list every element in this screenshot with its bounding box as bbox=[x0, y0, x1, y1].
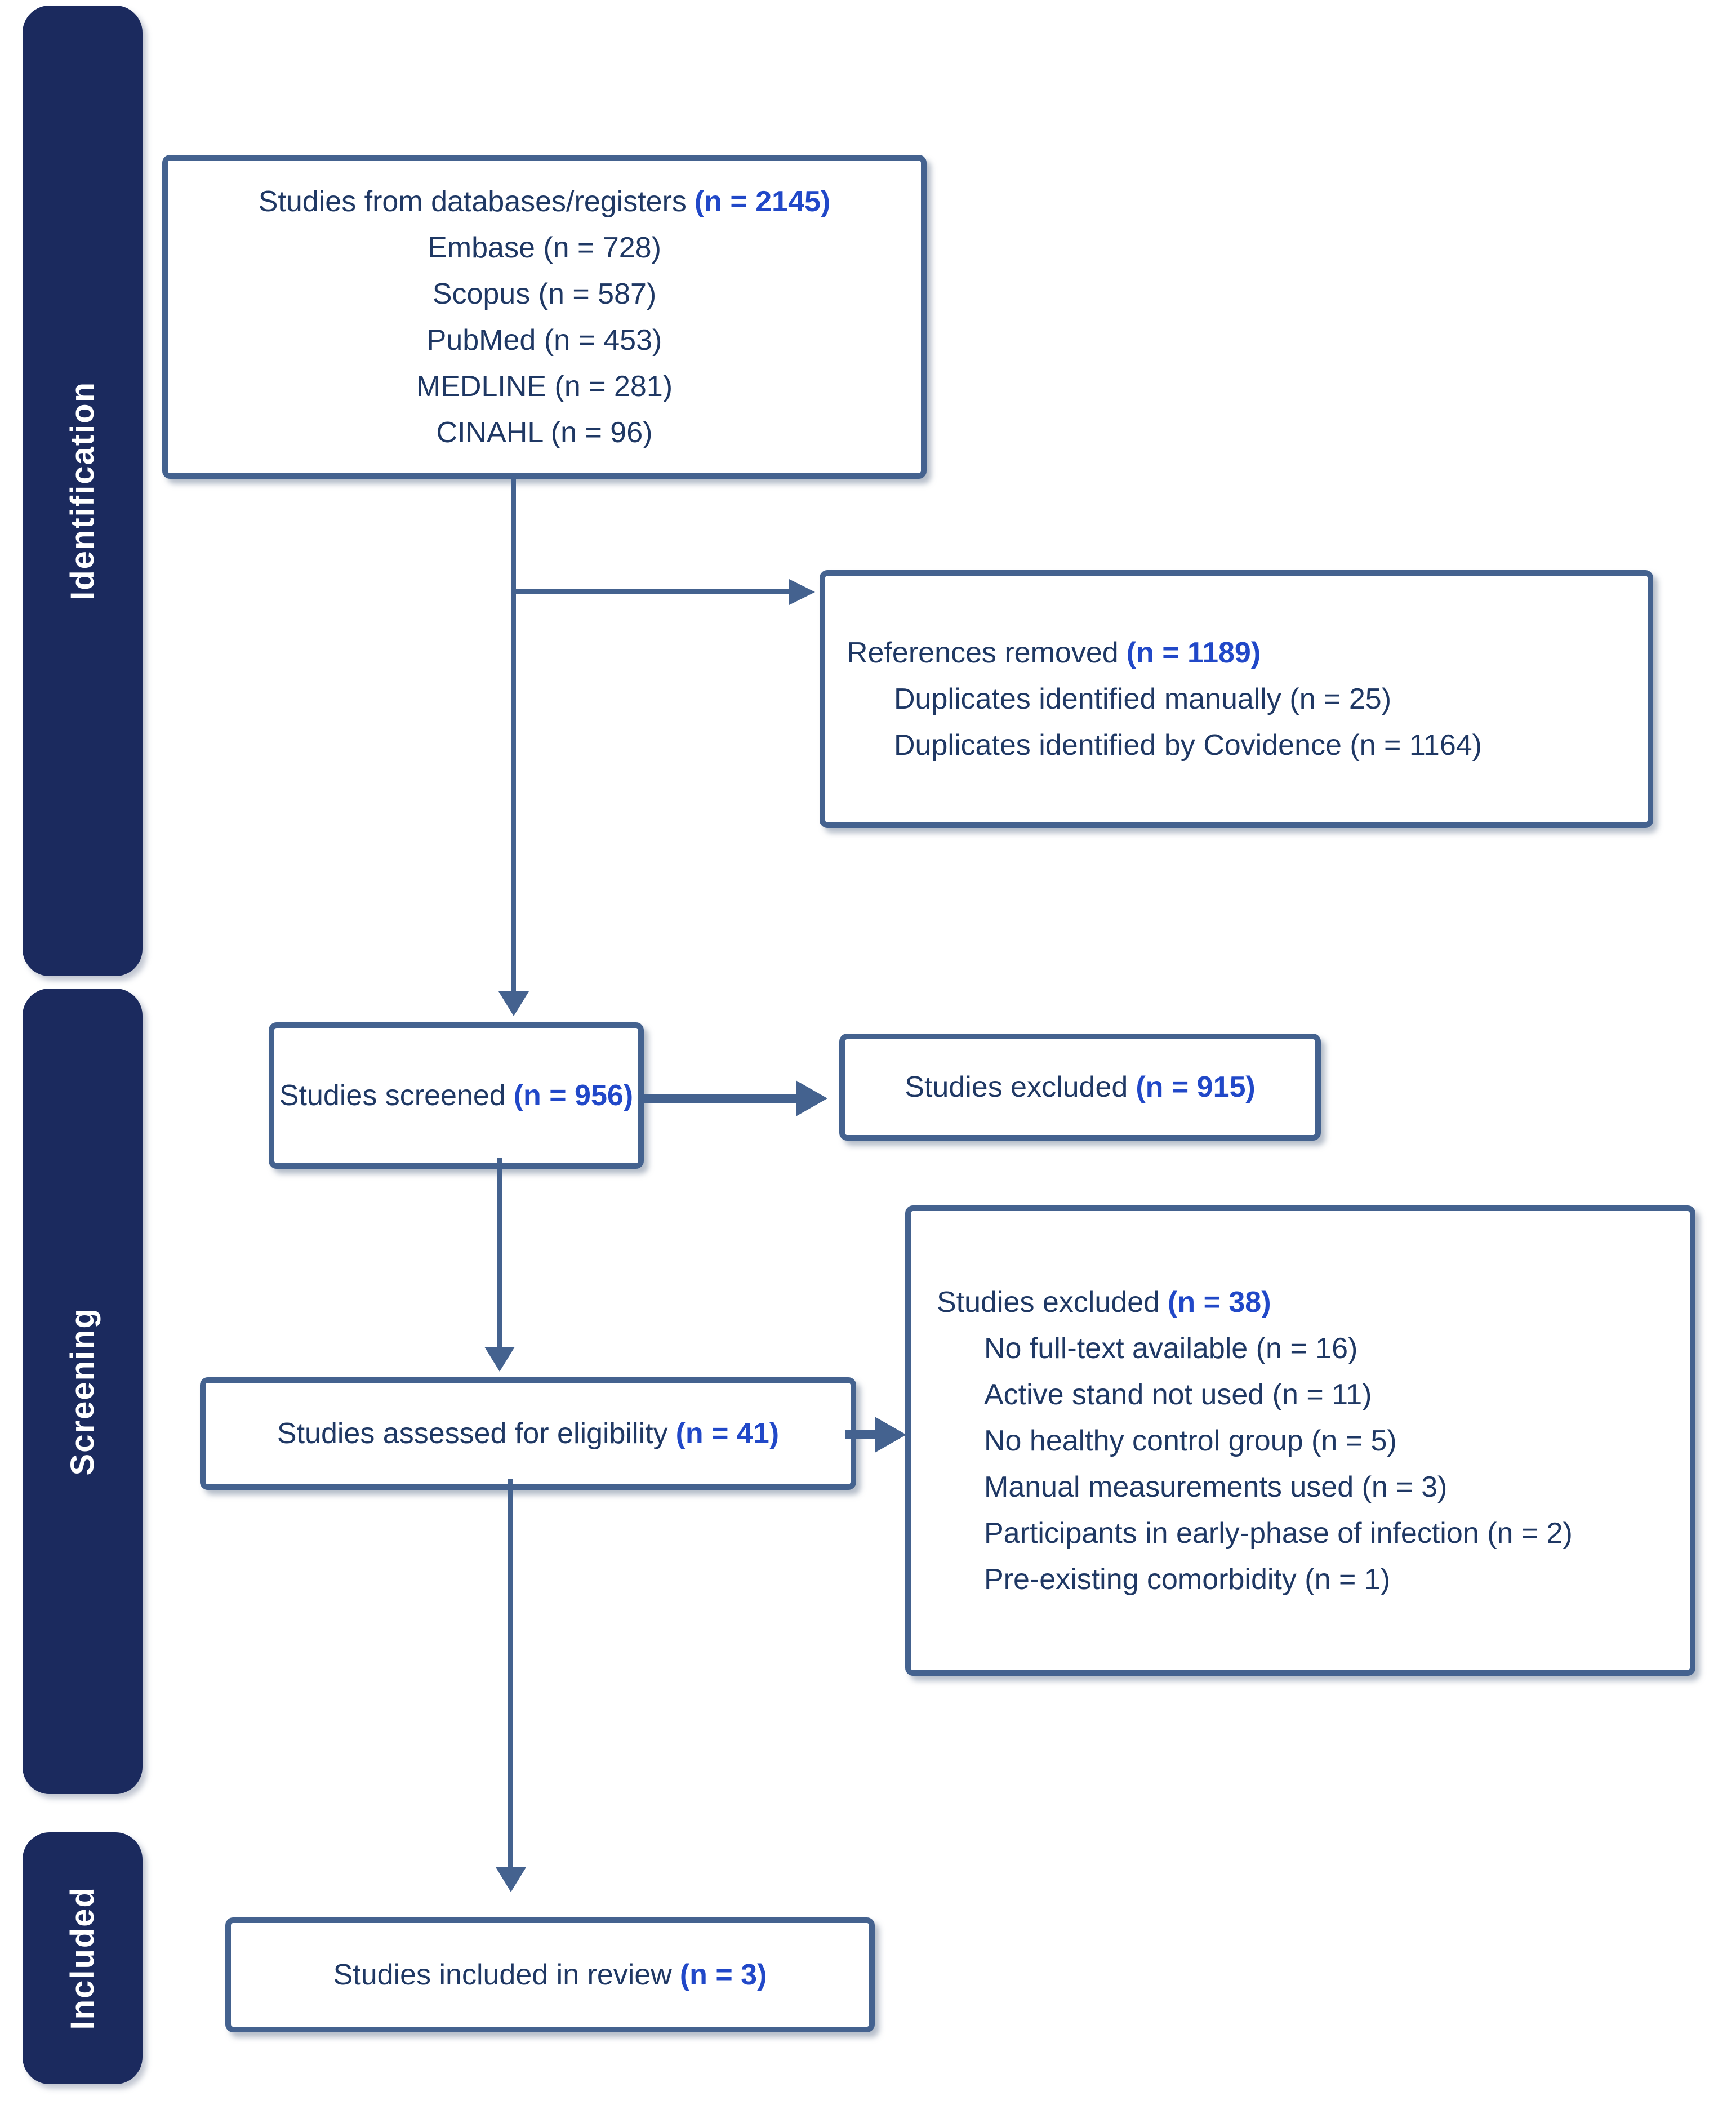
stage-included: Included bbox=[23, 1832, 143, 2084]
database-item: Scopus (n = 587) bbox=[432, 277, 657, 310]
box-count: (n = 2145) bbox=[694, 185, 831, 218]
exclusion-reason: Participants in early-phase of infection… bbox=[984, 1516, 1573, 1550]
box-count: (n = 38) bbox=[1168, 1285, 1271, 1319]
box-studies-from-databases: Studies from databases/registers(n = 214… bbox=[162, 155, 927, 479]
box-title-line: Studies excluded(n = 915) bbox=[905, 1064, 1255, 1110]
box-count: (n = 1189) bbox=[1126, 637, 1261, 669]
box-title: Studies excluded bbox=[937, 1285, 1160, 1319]
removed-item: Duplicates identified by Covidence (n = … bbox=[894, 729, 1482, 762]
arrow-assessed-to-included-line bbox=[508, 1479, 513, 1868]
box-title-line: References removed(n = 1189) bbox=[847, 630, 1261, 676]
exclusion-reason: Manual measurements used (n = 3) bbox=[984, 1470, 1448, 1503]
arrow-screened-to-assessed-line bbox=[497, 1158, 502, 1348]
box-studies-excluded-eligibility: Studies excluded(n = 38) No full-text av… bbox=[905, 1205, 1695, 1676]
exclusion-reason: No healthy control group (n = 5) bbox=[984, 1424, 1397, 1457]
arrow-sources-to-screened-line bbox=[511, 479, 516, 993]
box-studies-included: Studies included in review(n = 3) bbox=[225, 1917, 875, 2032]
arrow-assessed-to-excluded-line bbox=[845, 1430, 876, 1439]
database-item: CINAHL (n = 96) bbox=[436, 416, 653, 449]
arrow-screened-to-excluded-head bbox=[796, 1080, 827, 1116]
box-references-removed: References removed(n = 1189) Duplicates … bbox=[820, 570, 1653, 828]
database-item: Embase (n = 728) bbox=[428, 231, 661, 264]
exclusion-reason: Active stand not used (n = 11) bbox=[984, 1378, 1372, 1411]
stage-identification-label: Identification bbox=[64, 381, 101, 600]
box-title: Studies included in review bbox=[333, 1959, 672, 1991]
box-count: (n = 915) bbox=[1136, 1071, 1256, 1103]
exclusion-reason: Pre-existing comorbidity (n = 1) bbox=[984, 1563, 1391, 1596]
arrow-assessed-to-included-head bbox=[496, 1867, 526, 1892]
box-studies-screened: Studies screened(n = 956) bbox=[269, 1022, 644, 1169]
box-title-line: Studies included in review(n = 3) bbox=[333, 1952, 767, 1998]
arrow-screened-to-assessed-head bbox=[484, 1347, 515, 1372]
arrow-sources-to-screened-head bbox=[498, 991, 529, 1016]
box-title: Studies excluded bbox=[905, 1071, 1128, 1103]
removed-item: Duplicates identified manually (n = 25) bbox=[894, 683, 1392, 715]
box-title-line: Studies from databases/registers(n = 214… bbox=[259, 179, 831, 225]
box-count: (n = 41) bbox=[675, 1417, 780, 1450]
exclusion-reason: No full-text available (n = 16) bbox=[984, 1332, 1358, 1365]
box-title-line: Studies excluded(n = 38) bbox=[937, 1279, 1271, 1325]
box-title: Studies screened bbox=[279, 1079, 506, 1112]
stage-included-label: Included bbox=[64, 1886, 101, 2030]
box-count: (n = 956) bbox=[513, 1079, 634, 1112]
database-item: PubMed (n = 453) bbox=[426, 323, 662, 357]
arrow-screened-to-excluded-line bbox=[644, 1094, 796, 1103]
box-studies-assessed: Studies assessed for eligibility(n = 41) bbox=[200, 1377, 856, 1490]
arrow-assessed-to-excluded-head bbox=[875, 1417, 906, 1453]
arrow-to-references-removed-head bbox=[789, 579, 815, 605]
box-title: Studies assessed for eligibility bbox=[277, 1417, 668, 1450]
stage-screening: Screening bbox=[23, 989, 143, 1794]
stage-screening-label: Screening bbox=[64, 1307, 101, 1476]
box-title-line: Studies assessed for eligibility(n = 41) bbox=[277, 1410, 779, 1457]
box-title: References removed bbox=[847, 637, 1119, 669]
database-item: MEDLINE (n = 281) bbox=[416, 370, 673, 403]
box-title: Studies from databases/registers bbox=[258, 185, 687, 218]
box-count: (n = 3) bbox=[679, 1959, 767, 1991]
box-title-line: Studies screened(n = 956) bbox=[279, 1072, 633, 1119]
stage-identification: Identification bbox=[23, 6, 143, 976]
arrow-to-references-removed-line bbox=[513, 589, 789, 594]
box-studies-excluded-screening: Studies excluded(n = 915) bbox=[839, 1034, 1321, 1141]
